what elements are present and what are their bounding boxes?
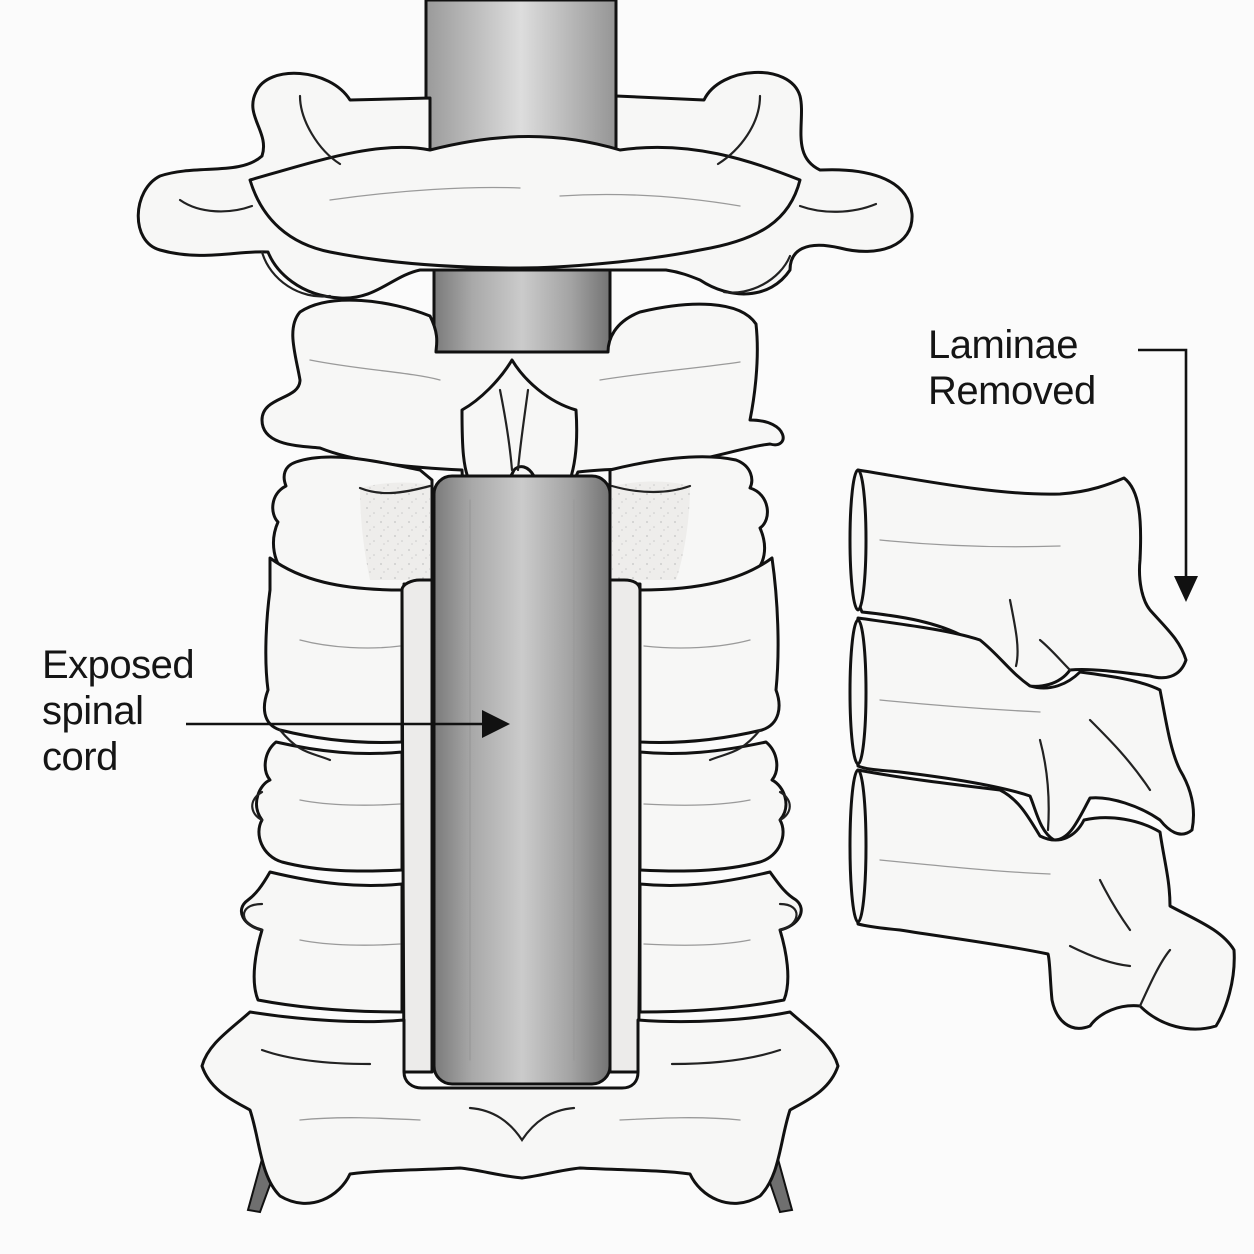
lower-vertebra (200, 1010, 840, 1214)
laminae-removed-label: Laminae Removed (928, 322, 1096, 414)
lateral-mass-right (608, 455, 769, 598)
exposed-spinal-cord-label-line-1: Exposed (42, 643, 195, 687)
cervical-left-column (240, 556, 404, 1014)
cervical-right-column (638, 556, 803, 1014)
cord-pointer-arrow (186, 710, 510, 738)
exposed-spinal-cord (432, 474, 612, 1086)
lateral-mass-left (271, 455, 434, 598)
laminae-pointer-arrow (1138, 348, 1198, 602)
axis-vertebra (260, 298, 785, 502)
laminae-removed-label-line-2: Removed (928, 369, 1096, 413)
atlas-vertebra (136, 71, 914, 300)
spinal-cord-upper (424, 0, 618, 362)
exposed-spinal-cord-label-line-2: spinal (42, 689, 144, 733)
removed-laminae (848, 468, 1236, 1031)
exposed-spinal-cord-label: Exposed spinal cord (42, 642, 195, 780)
laminae-removed-label-line-1: Laminae (928, 323, 1078, 367)
exposed-spinal-cord-label-line-3: cord (42, 735, 118, 779)
